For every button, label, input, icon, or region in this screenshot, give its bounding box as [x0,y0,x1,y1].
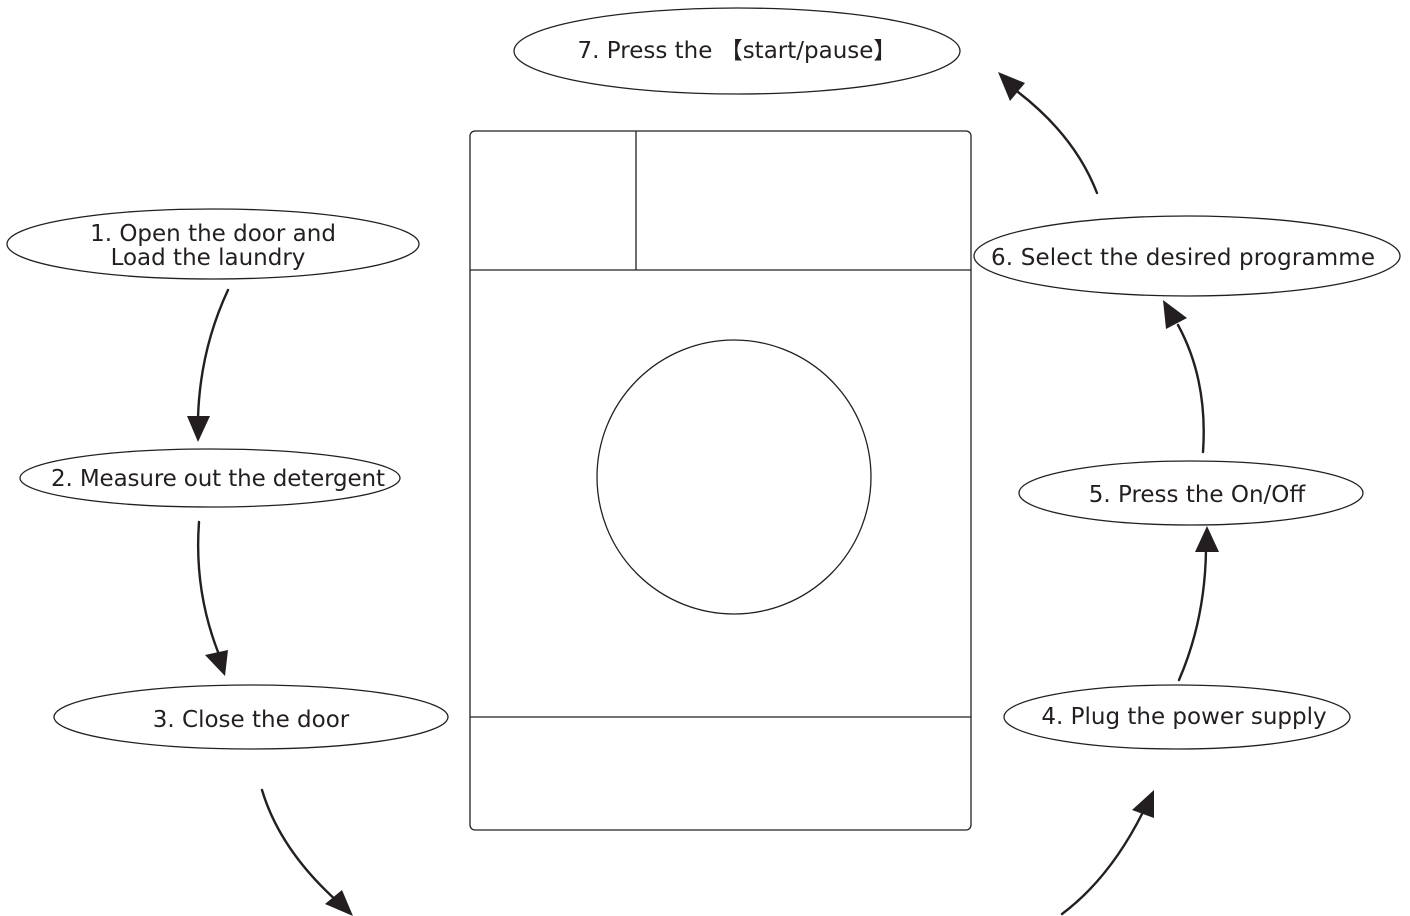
step-4: 4. Plug the power supply [1003,684,1351,750]
step-7: 7. Press the 【start/pause】 [513,7,961,95]
step-5-text: 5. Press the On/Off [1089,482,1307,508]
machine-door [596,339,872,615]
arrow-step2-to-step3 [196,520,228,676]
step-4-text: 4. Plug the power supply [1041,704,1326,730]
step-5: 5. Press the On/Off [1018,460,1364,526]
flow-arrows [187,72,1219,916]
step-1-ellipse [6,208,420,280]
step-4-ellipse [1003,684,1351,750]
step-7-ellipse [513,7,961,95]
arrow-bottom-to-step4 [1060,790,1154,916]
step-2: 2. Measure out the detergent [19,448,401,508]
washing-machine [469,130,972,831]
step-2-ellipse [19,448,401,508]
machine-body [469,130,972,831]
step-2-text: 2. Measure out the detergent [51,466,385,492]
step-1-text-line1: 1. Open the door and [90,221,336,247]
step-6: 6. Select the desired programme [973,215,1401,297]
arrow-step4-to-step5 [1177,526,1219,682]
step-5-ellipse [1018,460,1364,526]
step-3-ellipse [53,684,449,750]
arrow-step6-to-step7 [998,72,1099,195]
step-3: 3. Close the door [53,684,449,750]
arrow-step1-to-step2 [187,288,230,442]
arrow-step5-to-step6 [1163,300,1205,454]
step-1: 1. Open the door and Load the laundry [6,208,420,280]
step-6-text: 6. Select the desired programme [991,245,1375,271]
step-6-ellipse [973,215,1401,297]
step-7-text: 7. Press the 【start/pause】 [578,38,897,64]
arrow-step3-to-bottom [260,788,353,916]
step-1-text-line2: Load the laundry [111,245,306,271]
step-3-text: 3. Close the door [153,707,350,733]
